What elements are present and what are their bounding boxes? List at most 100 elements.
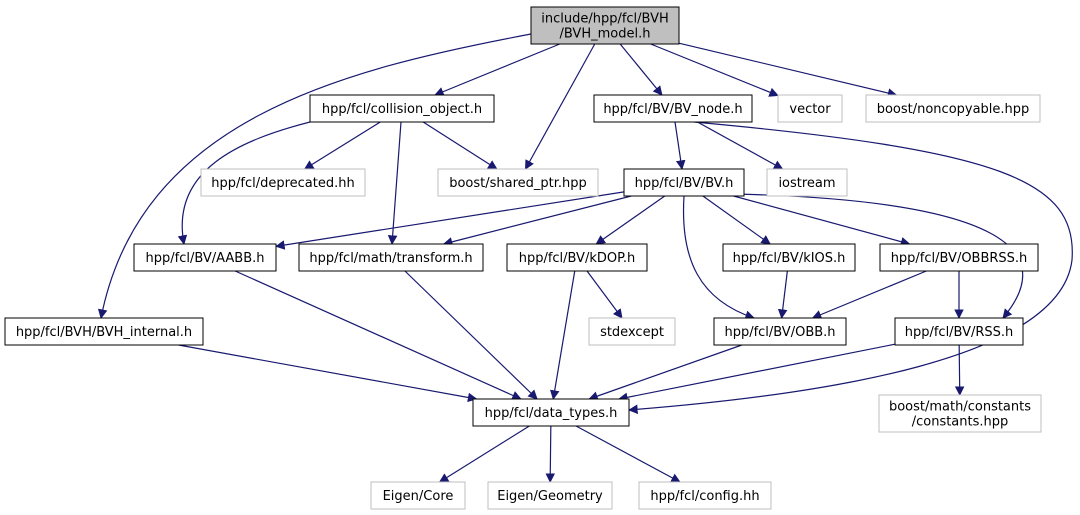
node-stdexcept: stdexcept	[588, 317, 676, 346]
edge-bv-to-kdop	[595, 195, 666, 245]
edge-group	[702, 195, 771, 245]
edge-group	[588, 344, 743, 401]
edge-group	[595, 195, 666, 245]
edge-group	[777, 270, 788, 319]
edge-data-types-to-config	[575, 425, 681, 483]
edge-obbrss-to-obb	[811, 270, 927, 320]
node-transform[interactable]: hpp/fcl/math/transform.h	[298, 243, 484, 272]
edge-collision-object-to-shared-ptr	[422, 121, 498, 170]
node-label: boost/shared_ptr.hpp	[449, 176, 587, 191]
node-shared-ptr: boost/shared_ptr.hpp	[437, 168, 599, 197]
node-box	[623, 168, 745, 197]
node-bvh-internal[interactable]: hpp/fcl/BVH/BVH_internal.h	[4, 317, 204, 346]
node-label: hpp/fcl/BV/BV_node.h	[603, 102, 742, 117]
edge-group	[618, 343, 896, 403]
edge-bv-to-obb	[682, 195, 755, 320]
node-label: /constants.hpp	[912, 415, 1009, 430]
node-box	[894, 317, 1024, 346]
node-rss[interactable]: hpp/fcl/BV/RSS.h	[894, 317, 1024, 346]
node-bv-node[interactable]: hpp/fcl/BV/BV_node.h	[593, 94, 753, 123]
node-data-types[interactable]: hpp/fcl/data_types.h	[472, 398, 630, 427]
edge-bv-to-transform	[442, 195, 632, 247]
edge-group	[545, 425, 556, 483]
node-box	[487, 481, 613, 510]
edge-group	[438, 425, 530, 483]
edge-group	[733, 195, 911, 247]
edge-root-to-collision-object	[434, 43, 560, 97]
edge-root-to-bvh-internal	[97, 33, 532, 319]
node-noncopyable: boost/noncopyable.hpp	[865, 94, 1041, 123]
edge-group	[682, 195, 755, 320]
node-label: hpp/fcl/BV/AABB.h	[146, 251, 265, 266]
node-box	[722, 243, 856, 272]
edge-group	[275, 191, 625, 250]
edge-group	[811, 270, 927, 320]
node-kdop[interactable]: hpp/fcl/BV/kDOP.h	[506, 243, 648, 272]
node-label: hpp/fcl/BV/RSS.h	[905, 325, 1014, 340]
node-box	[437, 168, 599, 197]
edge-group	[442, 195, 632, 247]
node-label: hpp/fcl/config.hh	[650, 489, 759, 504]
node-label: Eigen/Geometry	[497, 489, 603, 504]
edge-group	[575, 425, 681, 483]
node-label: include/hpp/fcl/BVH	[541, 12, 669, 27]
node-box	[638, 481, 772, 510]
edge-bv-to-kios	[702, 195, 771, 245]
node-label: boost/noncopyable.hpp	[877, 102, 1030, 117]
node-aabb[interactable]: hpp/fcl/BV/AABB.h	[133, 243, 277, 272]
node-label: hpp/fcl/BVH/BVH_internal.h	[16, 325, 192, 340]
node-label: iostream	[778, 176, 835, 191]
edge-group	[619, 43, 663, 96]
edge-group	[177, 121, 311, 245]
node-obbrss[interactable]: hpp/fcl/BV/OBBRSS.h	[879, 243, 1039, 272]
node-label: hpp/fcl/deprecated.hh	[211, 176, 354, 191]
edge-root-to-bv-node	[619, 43, 663, 96]
edge-rss-to-constants	[954, 344, 965, 396]
edge-root-to-noncopyable	[678, 42, 898, 98]
edges-layer	[97, 33, 1073, 483]
node-label: hpp/fcl/BV/kDOP.h	[519, 251, 636, 266]
edge-group	[733, 193, 1024, 319]
edge-group	[422, 121, 498, 170]
edge-bv-to-rss	[733, 193, 1024, 319]
node-vector: vector	[777, 94, 843, 123]
edge-bv-node-to-data-types	[628, 121, 1073, 415]
node-kios[interactable]: hpp/fcl/BV/kIOS.h	[722, 243, 856, 272]
edge-bvh-internal-to-data-types	[178, 344, 478, 403]
node-label: stdexcept	[600, 325, 664, 340]
node-box	[777, 94, 843, 123]
edge-group	[586, 270, 623, 319]
node-label: hpp/fcl/BV/OBB.h	[724, 325, 835, 340]
node-label: hpp/fcl/collision_object.h	[322, 102, 482, 117]
edge-group	[434, 43, 560, 97]
edge-obb-to-data-types	[588, 344, 743, 401]
node-label: hpp/fcl/BV/OBBRSS.h	[891, 251, 1028, 266]
node-collision-object[interactable]: hpp/fcl/collision_object.h	[309, 94, 495, 123]
edge-data-types-to-eigen-core	[438, 425, 530, 483]
node-box	[766, 168, 848, 197]
node-box	[298, 243, 484, 272]
node-bv[interactable]: hpp/fcl/BV/BV.h	[623, 168, 745, 197]
edge-group	[178, 344, 478, 403]
edge-aabb-to-data-types	[234, 270, 522, 400]
node-box	[879, 243, 1039, 272]
node-box	[865, 94, 1041, 123]
node-label: Eigen/Core	[383, 489, 454, 504]
node-box	[530, 6, 680, 45]
edge-group	[549, 270, 576, 400]
node-box	[593, 94, 753, 123]
edge-group	[303, 121, 381, 170]
edge-kios-to-obb	[777, 270, 788, 319]
node-obb[interactable]: hpp/fcl/BV/OBB.h	[713, 317, 847, 346]
node-box	[4, 317, 204, 346]
node-box	[588, 317, 676, 346]
node-label: boost/math/constants	[889, 400, 1031, 415]
node-box	[370, 481, 466, 510]
edge-group	[674, 121, 686, 170]
edge-group	[387, 121, 402, 245]
edge-collision-object-to-transform	[387, 121, 402, 245]
edge-group	[954, 344, 965, 396]
node-root: include/hpp/fcl/BVH/BVH_model.h	[530, 6, 680, 45]
node-eigen-core: Eigen/Core	[370, 481, 466, 510]
